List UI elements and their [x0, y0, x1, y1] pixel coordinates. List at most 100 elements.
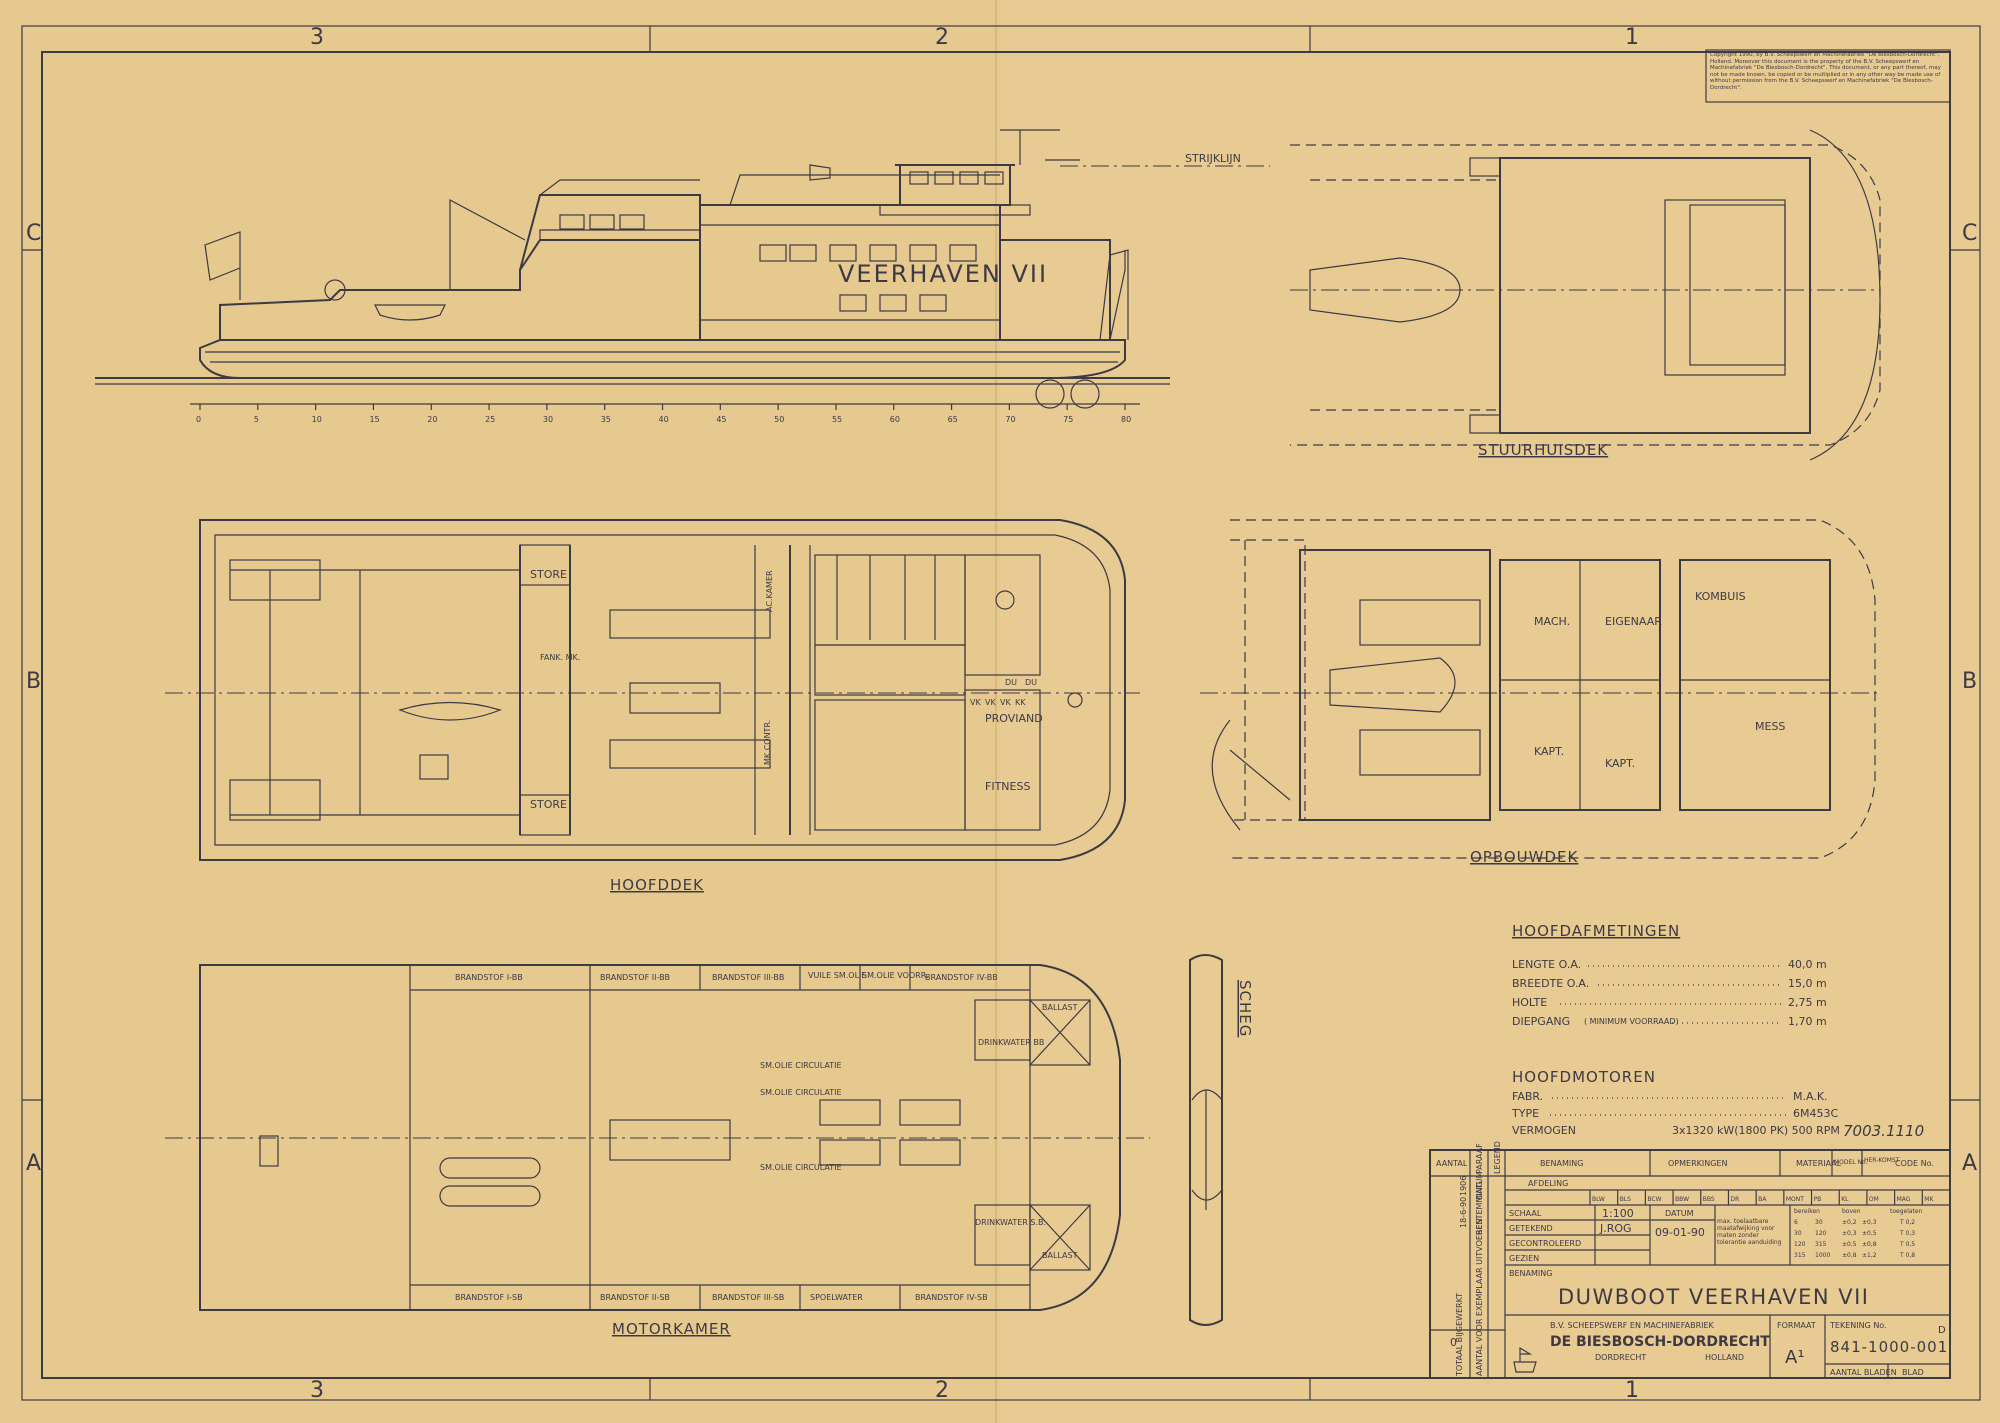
- frame-number: 45: [716, 415, 726, 424]
- tank-sm-olie-voorr: SM.OLIE VOORR.: [862, 971, 929, 980]
- grid-row-c-left: C: [26, 221, 42, 246]
- dim-diepgang-label: DIEPGANG: [1512, 1015, 1570, 1028]
- opbouwdek-kombuis: KOMBUIS: [1695, 590, 1746, 603]
- frame-number: 70: [1005, 415, 1015, 424]
- frame-number: 0: [196, 415, 201, 424]
- dim-lengte-value: 40,0 m: [1788, 958, 1827, 971]
- gecontroleerd-label: GECONTROLEERD: [1509, 1239, 1581, 1248]
- frame-number: 5: [254, 415, 259, 424]
- tolerance-cell: 120: [1815, 1230, 1827, 1237]
- grid-col-2-bottom: 2: [935, 1378, 950, 1403]
- dim-lengte-label: LENGTE O.A.: [1512, 958, 1581, 971]
- tolerance-cell: T 0,2: [1899, 1219, 1915, 1226]
- tank-sm-olie-circulatie-2: SM.OLIE CIRCULATIE: [760, 1088, 842, 1097]
- tank-ballast-1: BALLAST: [1042, 1003, 1078, 1012]
- afdeling-col: BBS: [1703, 1196, 1715, 1203]
- rev-col-paraaf: PARAAF: [1475, 1143, 1484, 1174]
- hoofddek-store-1: STORE: [530, 568, 567, 581]
- tank-brandstof-ii-sb: BRANDSTOF II-SB: [600, 1293, 670, 1302]
- afdeling-col: MAG: [1897, 1196, 1911, 1203]
- tolerance-cell: T 0,5: [1899, 1241, 1915, 1248]
- afdeling-col: DR: [1730, 1196, 1739, 1203]
- hoofddek-vk-2: VK: [985, 698, 996, 707]
- tank-ballast-2: BALLAST: [1042, 1251, 1078, 1260]
- frame-number: 35: [601, 415, 611, 424]
- materiaal-header: MATERIAAL: [1796, 1159, 1842, 1168]
- hoofddek-fitness: FITNESS: [985, 780, 1030, 793]
- herkomst-header: HER-KOMST: [1864, 1157, 1900, 1164]
- rev-entry-count: 0: [1450, 1336, 1457, 1349]
- hoofddek-fank-mk: FANK. MK.: [540, 653, 580, 662]
- hoofddek-vk-3: VK: [1000, 698, 1011, 707]
- engine-fabr-value: M.A.K.: [1793, 1090, 1828, 1103]
- stuurhuisdek-label: STUURHUISDEK: [1478, 441, 1608, 459]
- model-header: MODEL No.: [1834, 1159, 1868, 1166]
- tank-sm-olie-circulatie-1: SM.OLIE CIRCULATIE: [760, 1061, 842, 1070]
- engine-vermogen-value: 3x1320 kW(1800 PK) 500 RPM: [1672, 1124, 1840, 1137]
- grid-col-2-top: 2: [935, 25, 950, 50]
- dim-breedte-value: 15,0 m: [1788, 977, 1827, 990]
- tolerance-cell: ±0,2: [1842, 1219, 1857, 1226]
- rev-col-datum: DATUM: [1475, 1171, 1484, 1200]
- frame-number: 80: [1121, 415, 1131, 424]
- tank-spoelwater: SPOELWATER: [810, 1293, 863, 1302]
- scheg-label: SCHEG: [1236, 980, 1254, 1037]
- formaat-value: A¹: [1785, 1347, 1805, 1368]
- afdeling-label: AFDELING: [1528, 1179, 1568, 1188]
- grid-col-3-top: 3: [310, 25, 325, 50]
- frame-number: 55: [832, 415, 842, 424]
- company-name: DE BIESBOSCH-DORDRECHT: [1550, 1334, 1770, 1350]
- drawing-title: DUWBOOT VEERHAVEN VII: [1558, 1285, 1869, 1309]
- tolerance-cell: 315: [1794, 1252, 1806, 1259]
- copyright-text: Copyright 1990, by B.V. Scheepswerf en M…: [1710, 52, 1941, 91]
- tolerance-note: max. toelaatbare maatafwijking voor mate…: [1717, 1218, 1782, 1246]
- frame-number: 10: [312, 415, 322, 424]
- tank-brandstof-iii-bb: BRANDSTOF III-BB: [712, 973, 784, 982]
- tank-brandstof-i-sb: BRANDSTOF I-SB: [455, 1293, 523, 1302]
- schaal-value: 1:100: [1602, 1207, 1634, 1220]
- engine-type-label: TYPE: [1511, 1107, 1539, 1120]
- tank-brandstof-iii-sb: BRANDSTOF III-SB: [712, 1293, 784, 1302]
- tank-drinkwater-sb: DRINKWATER S.B.: [975, 1218, 1046, 1227]
- copyright-note: Copyright 1990, by B.V. Scheepswerf en M…: [1705, 49, 1951, 103]
- dim-holte-value: 2,75 m: [1788, 996, 1827, 1009]
- gezien-label: GEZIEN: [1509, 1254, 1539, 1263]
- frame-number: 30: [543, 415, 553, 424]
- hoofddek-du-2: DU: [1025, 678, 1037, 687]
- motorkamer-label: MOTORKAMER: [612, 1320, 731, 1338]
- frame-number: 60: [890, 415, 900, 424]
- rev-entry-date: 18-6-90: [1459, 1197, 1468, 1228]
- datum-label: DATUM: [1665, 1209, 1694, 1218]
- hoofdmotoren-heading: HOOFDMOTOREN: [1512, 1068, 1656, 1086]
- grid-row-b-right: B: [1962, 669, 1978, 694]
- tolerance-cell: ±0,5: [1842, 1241, 1857, 1248]
- datum-value: 09-01-90: [1655, 1226, 1705, 1239]
- afdeling-col: KL: [1841, 1196, 1849, 1203]
- dim-diepgang-note: ( MINIMUM VOORRAAD): [1584, 1017, 1679, 1026]
- rev-col-bestemming: BESTEMMING: [1475, 1181, 1484, 1235]
- tolerance-header: boven: [1842, 1208, 1861, 1215]
- company-logo: [1513, 1346, 1537, 1373]
- tolerance-cell: 30: [1794, 1230, 1802, 1237]
- tolerance-cell: ±0,3: [1862, 1219, 1877, 1226]
- opbouwdek-kapt-1: KAPT.: [1534, 745, 1564, 758]
- tolerance-header: bereiken: [1794, 1208, 1820, 1215]
- tolerance-cell: ±0,3: [1842, 1230, 1857, 1237]
- hoofddek-du-1: DU: [1005, 678, 1017, 687]
- grid-row-a-left: A: [26, 1151, 42, 1176]
- aantal-bladen-label: AANTAL BLADEN: [1830, 1368, 1897, 1377]
- tank-drinkwater-bb: DRINKWATER BB: [978, 1038, 1044, 1047]
- aantal-header: AANTAL: [1436, 1159, 1468, 1168]
- tolerance-cell: 120: [1794, 1241, 1806, 1248]
- opbouwdek-kapt-2: KAPT.: [1605, 757, 1635, 770]
- frame-number: 15: [369, 415, 379, 424]
- afdeling-col: BLW: [1592, 1196, 1605, 1203]
- outer-border: [21, 25, 1981, 1401]
- hoofddek-label: HOOFDDEK: [610, 876, 704, 894]
- main-dimensions: HOOFDAFMETINGEN LENGTE O.A. 40,0 m BREED…: [1512, 922, 1827, 1028]
- opbouwdek-eigenaar: EIGENAAR: [1605, 615, 1662, 628]
